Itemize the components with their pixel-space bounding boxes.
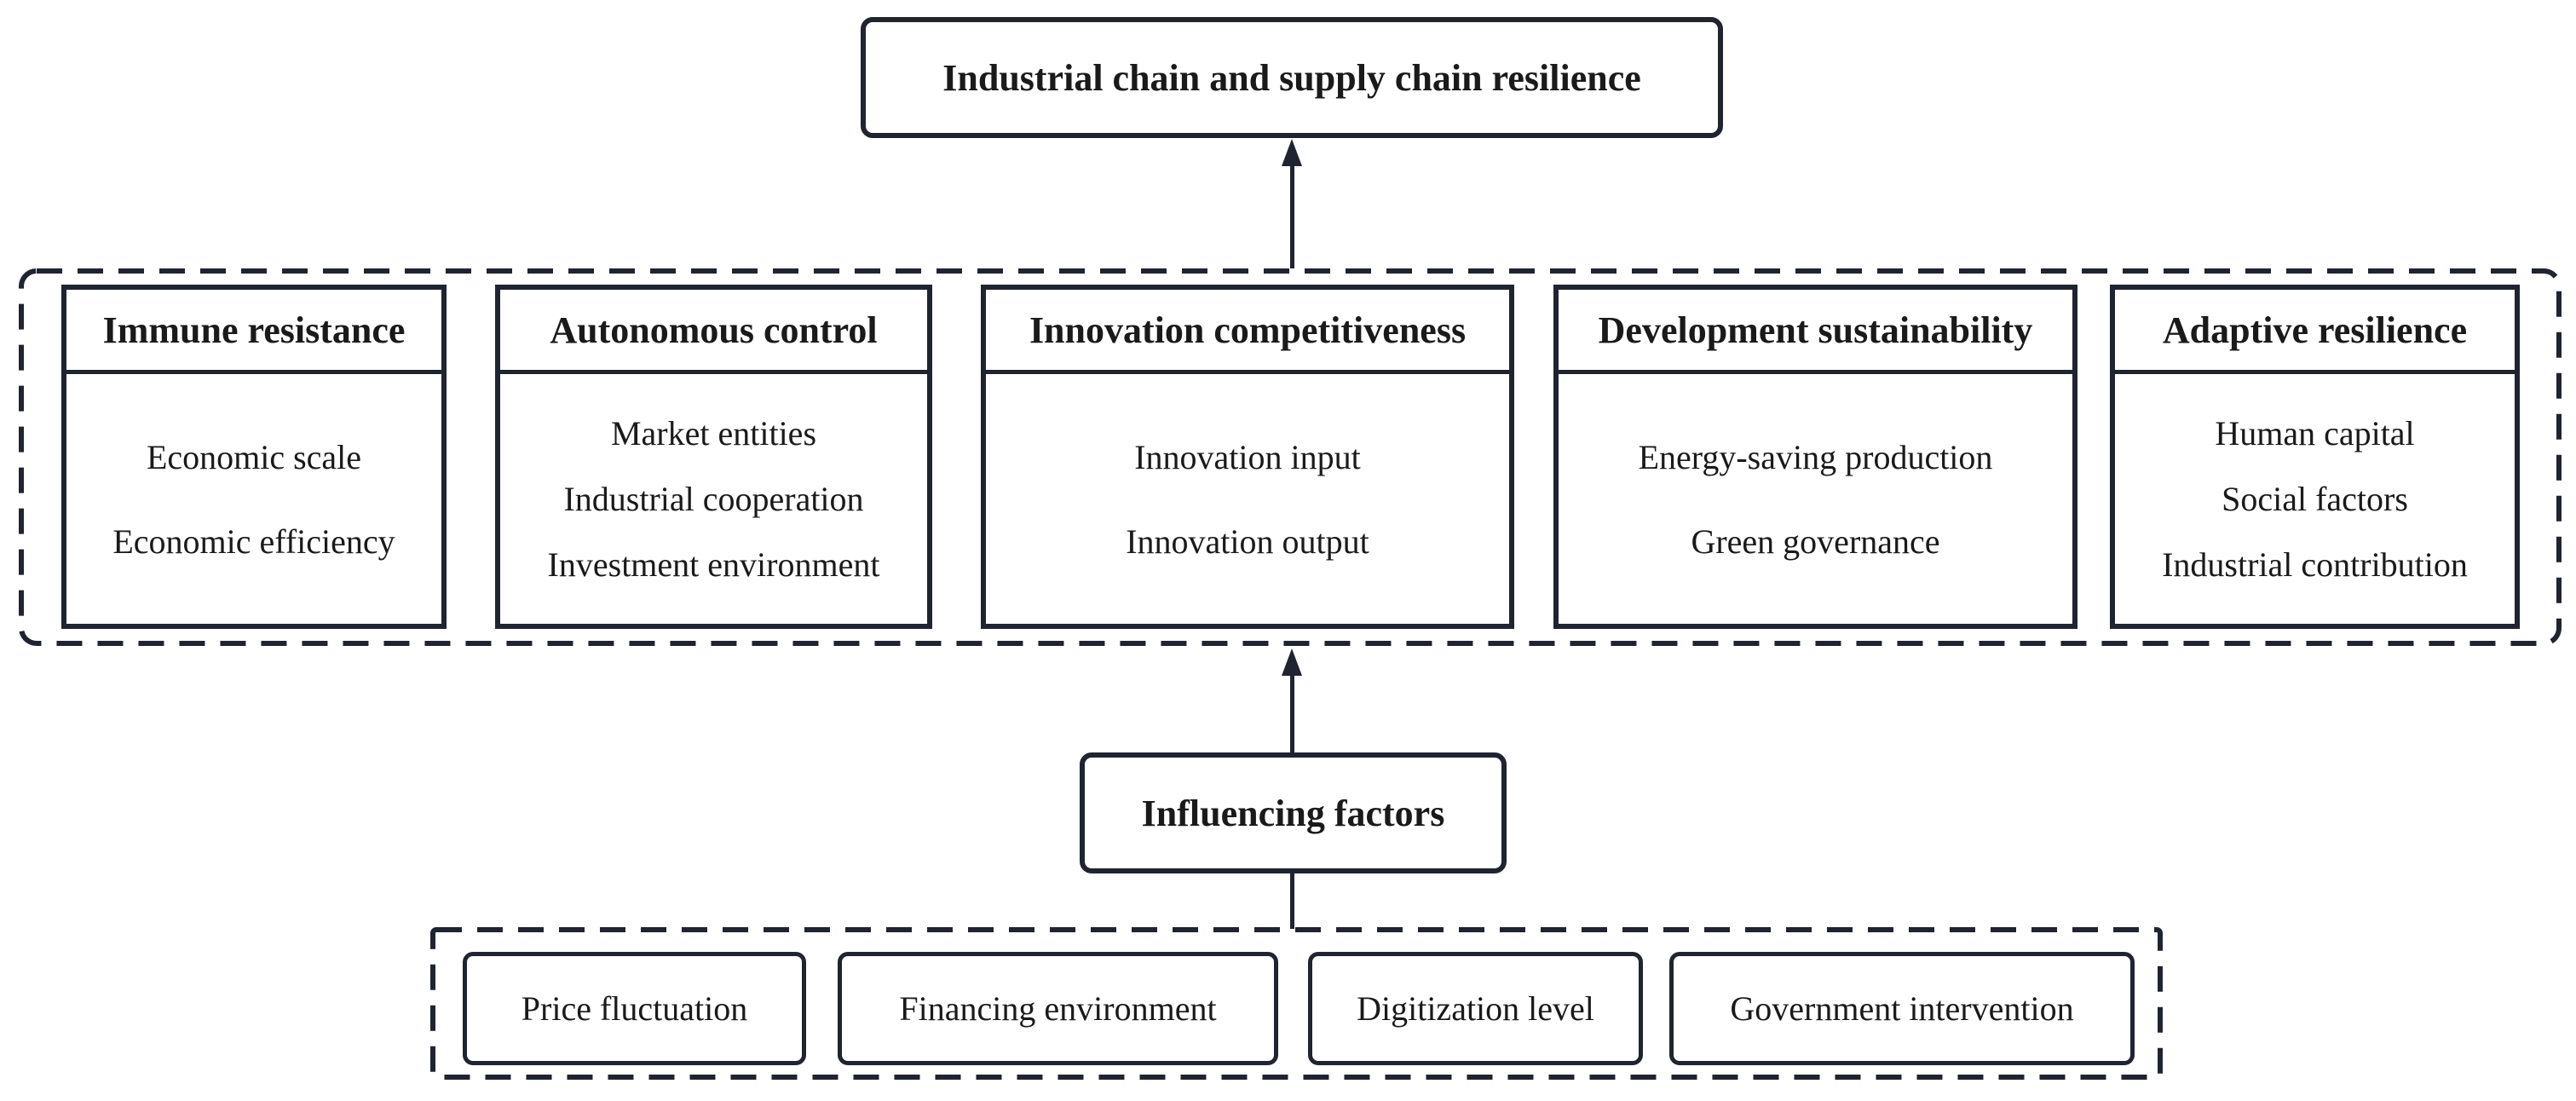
arrow-dimensions-to-outcome (1279, 139, 1305, 268)
factors-panel-dashed-border (430, 927, 2163, 1080)
category-title: Development sustainability (1559, 290, 2072, 374)
arrow-shaft (1289, 676, 1294, 752)
factor-box-price-fluctuation: Price fluctuation (463, 952, 806, 1065)
arrow-up-icon (1282, 139, 1302, 166)
arrow-up-icon (1282, 648, 1302, 676)
dimensions-panel: Immune resistance Economic scale Economi… (19, 268, 2562, 646)
category-item: Innovation output (1126, 522, 1369, 561)
category-item: Social factors (2222, 480, 2408, 518)
category-box-adaptive-resilience: Adaptive resilience Human capital Social… (2110, 285, 2520, 629)
connector-line (1290, 872, 1294, 929)
arrow-factors-to-dimensions (1279, 648, 1305, 752)
category-item-list: Market entities Industrial cooperation I… (500, 374, 927, 624)
factor-box-government-intervention: Government intervention (1669, 952, 2135, 1065)
factor-box-digitization-level: Digitization level (1308, 952, 1643, 1065)
category-box-autonomous-control: Autonomous control Market entities Indus… (495, 285, 932, 629)
dimensions-panel-dashed-border (19, 268, 2562, 646)
factor-box-financing-environment: Financing environment (838, 952, 1278, 1065)
category-title: Innovation competitiveness (986, 290, 1509, 374)
category-item: Economic scale (146, 437, 362, 476)
category-box-innovation-competitiveness: Innovation competitiveness Innovation in… (981, 285, 1514, 629)
category-item-list: Human capital Social factors Industrial … (2115, 374, 2515, 624)
influencing-factors-box: Influencing factors (1080, 752, 1507, 873)
category-item: Market entities (610, 414, 817, 453)
category-item: Human capital (2215, 414, 2415, 453)
category-item: Green governance (1691, 522, 1940, 561)
category-item: Industrial cooperation (563, 480, 864, 518)
category-item: Innovation input (1134, 437, 1361, 476)
influencing-factors-label: Influencing factors (1141, 792, 1445, 834)
category-title: Immune resistance (66, 290, 441, 374)
category-title: Adaptive resilience (2115, 290, 2515, 374)
outcome-box: Industrial chain and supply chain resili… (861, 17, 1723, 138)
category-title: Autonomous control (500, 290, 927, 374)
factors-panel: Price fluctuation Financing environment … (430, 927, 2163, 1080)
category-box-immune-resistance: Immune resistance Economic scale Economi… (61, 285, 447, 629)
category-item: Industrial contribution (2162, 545, 2468, 584)
category-item-list: Energy-saving production Green governanc… (1559, 374, 2072, 624)
category-item: Energy-saving production (1638, 437, 1993, 476)
category-item-list: Economic scale Economic efficiency (66, 374, 441, 624)
arrow-shaft (1289, 166, 1294, 268)
category-item: Economic efficiency (112, 522, 395, 561)
category-box-development-sustainability: Development sustainability Energy-saving… (1553, 285, 2078, 629)
category-item: Investment environment (547, 545, 880, 584)
outcome-box-label: Industrial chain and supply chain resili… (942, 56, 1641, 99)
category-item-list: Innovation input Innovation output (986, 374, 1509, 624)
